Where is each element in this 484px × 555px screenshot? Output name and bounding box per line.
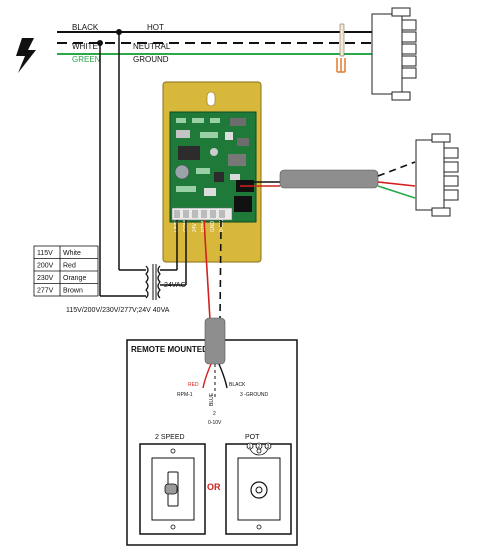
table-voltage: 277V: [37, 288, 54, 295]
two-speed-label: 2 SPEED: [155, 434, 185, 441]
remote-black-lead: [218, 363, 228, 389]
transformer-rating-label: 115V/200V/230V/277V;24V 40VA: [66, 307, 170, 314]
blue-label: BLUE: [209, 392, 215, 406]
fan-cable: [279, 169, 379, 189]
pot-terminal-label: 2: [258, 444, 261, 450]
pot-terminal-label: 1: [249, 444, 252, 450]
rpm-label: RPM-1: [177, 392, 193, 398]
neutral-label: NEUTRAL: [133, 42, 171, 51]
two-speed-screw-top: [170, 448, 176, 454]
table-voltage: 230V: [37, 275, 54, 282]
pot-terminals: 1 2 3: [246, 442, 272, 456]
table-color: Orange: [63, 275, 86, 282]
table-color: White: [63, 250, 81, 257]
lightning-bolt-icon: [16, 38, 36, 73]
potentiometer-knob-icon[interactable]: [250, 481, 268, 499]
table-voltage: 200V: [37, 263, 54, 270]
remote-black-wire: [219, 219, 222, 321]
table-voltage: 115V: [37, 250, 53, 257]
or-label: OR: [207, 482, 221, 492]
voltage-table: 115V White 200V Red 230V Orange 277V Bro…: [33, 245, 99, 297]
table-color: Brown: [63, 288, 83, 295]
remote-cable: [204, 317, 226, 365]
fan-wire-green: [377, 185, 416, 199]
terminal-label: GND: [210, 221, 216, 233]
white-label: WHITE: [72, 42, 98, 51]
pot-screw-bottom: [256, 524, 262, 530]
power-connector: [371, 7, 417, 101]
wire-red-label: RED: [188, 382, 199, 388]
pot-label: POT: [245, 434, 260, 441]
remote-box-title: REMOTE MOUNTED: [131, 345, 208, 354]
remote-red-wire: [203, 219, 211, 321]
hot-label: HOT: [147, 23, 164, 32]
transformer: [145, 264, 161, 300]
remote-red-lead: [202, 363, 212, 389]
toggle-switch-icon[interactable]: [164, 471, 179, 507]
ground-terminal-label: 3 -GROUND: [240, 392, 268, 398]
fan-connector: [415, 133, 459, 217]
black-label: BLACK: [72, 23, 99, 32]
wire-black-label: BLACK: [229, 382, 246, 388]
table-color: Red: [63, 263, 76, 270]
ground-label: GROUND: [133, 55, 169, 64]
transformer-secondary-label: 24VAC: [164, 282, 186, 289]
fan-wire-black: [377, 161, 416, 177]
heater-coil: [336, 58, 346, 73]
heater-element: [339, 23, 345, 57]
pot-terminal-label: 3: [267, 444, 270, 450]
num-2-label: 2: [213, 411, 216, 417]
terminal-label: 0-10V: [219, 218, 225, 232]
fan-wire-red: [377, 181, 416, 187]
green-label: GREEN: [72, 55, 101, 64]
terminal-label: 24V: [192, 222, 198, 232]
two-speed-screw-bottom: [170, 524, 176, 530]
controller-board: [162, 81, 262, 263]
range-label: 0-10V: [208, 420, 222, 426]
